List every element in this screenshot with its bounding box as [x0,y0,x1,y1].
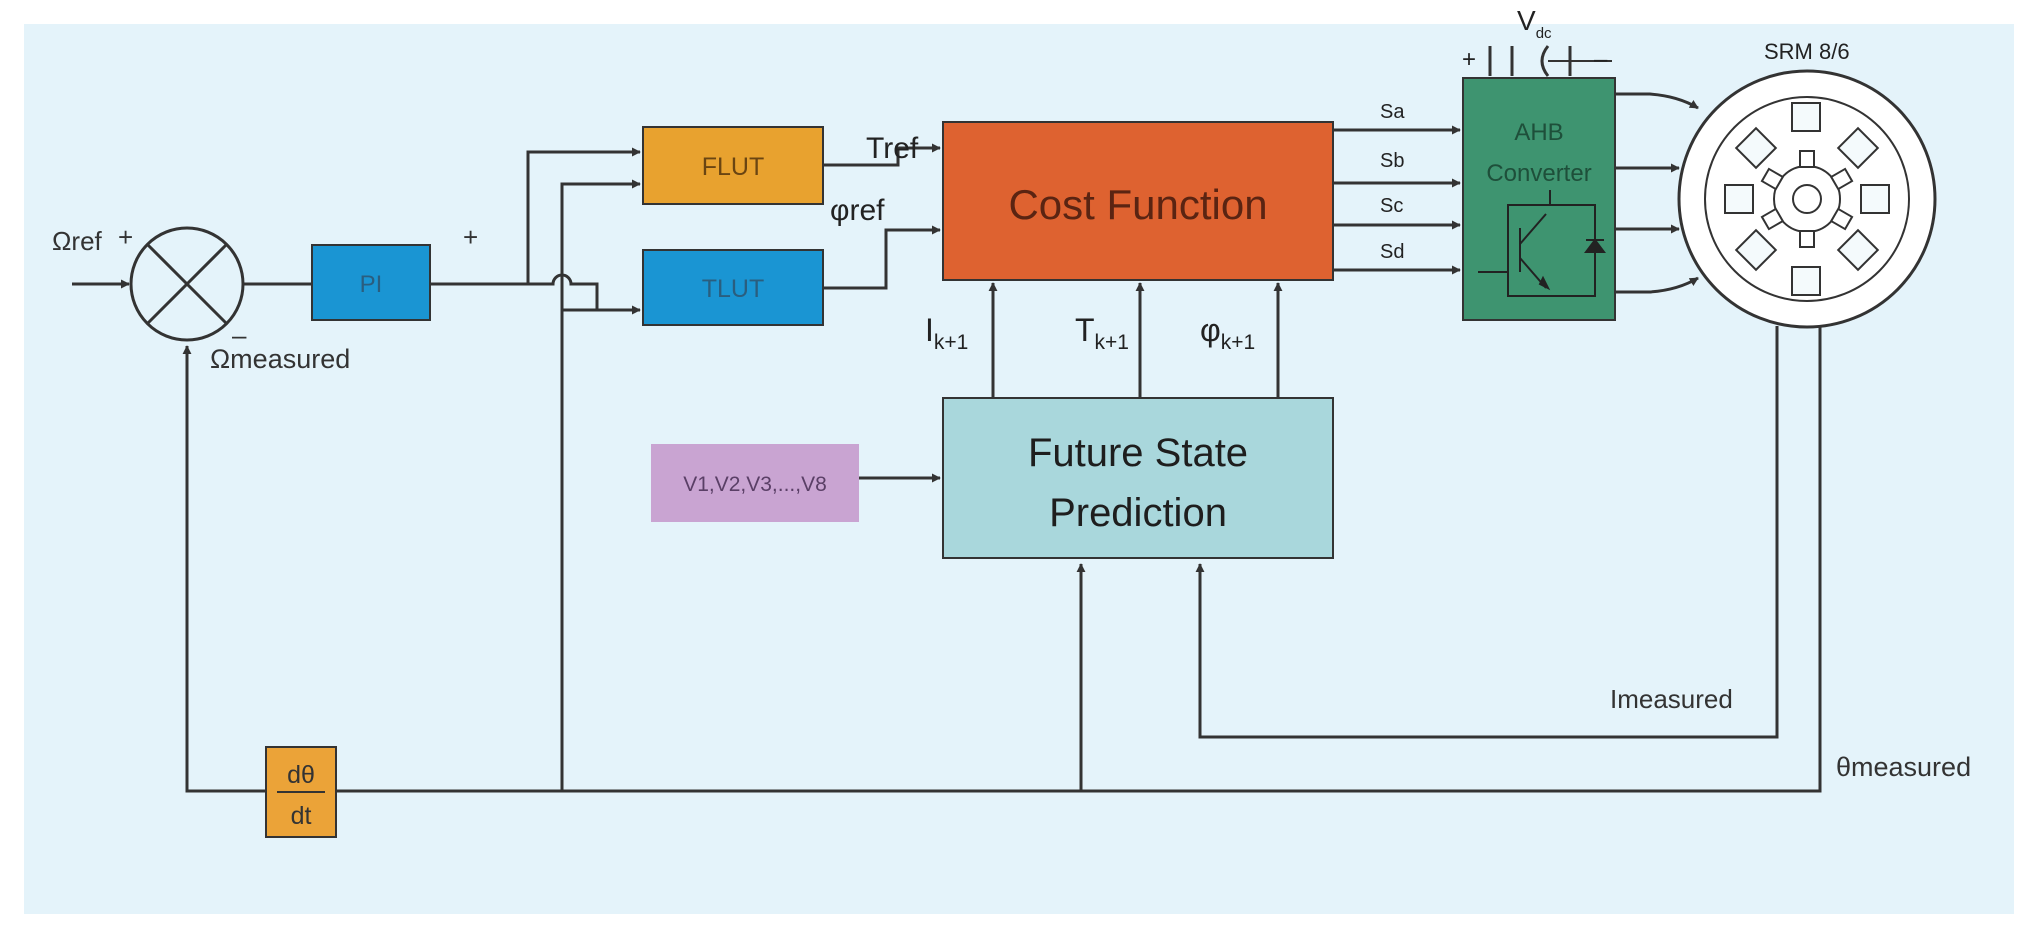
derivative-denominator: dt [291,802,312,830]
cost-function-label: Cost Function [1008,181,1267,228]
omega-ref-plus: + [118,222,133,252]
vdc-label: Vdc [1517,5,1552,42]
future-state-label-line1: Future State [1028,431,1248,475]
sd-label: Sd [1380,241,1404,263]
vdc-minus: – [1594,46,1608,73]
flut-label: FLUT [702,153,765,181]
pi-output-plus: + [463,222,478,252]
future-state-label-line2: Prediction [1049,491,1227,535]
transistor-icon [1478,190,1606,297]
sa-label: Sa [1380,101,1405,123]
voltage-vectors-block [651,444,859,522]
theta-measured-label: θmeasured [1836,752,1971,782]
theta-measured-line [182,326,1822,793]
sc-label: Sc [1380,195,1403,217]
phi-next-label: φk+1 [1200,312,1255,354]
phiref-line [823,225,941,290]
pi-to-flut-line [526,147,641,284]
cost-function-block [942,121,1334,281]
srm-motor-icon [1677,69,1937,329]
omega-measured-minus: – [232,320,247,350]
phiref-label: φref [830,194,885,227]
converter-label-line2: Converter [1486,160,1591,187]
phase-a-line [1615,92,1699,110]
pi-output-line [430,273,641,315]
motor-label: SRM 8/6 [1764,39,1850,64]
tlut-block [642,249,824,326]
pi-label: PI [360,271,383,298]
tref-label: Tref [866,132,919,165]
omega-ref-label: Ωref [52,226,103,256]
converter-block [1462,77,1616,321]
future-state-block [942,397,1334,559]
i-measured-line [1195,326,1779,739]
voltage-vectors-label: V1,V2,V3,...,V8 [683,473,827,496]
derivative-numerator: dθ [287,761,315,789]
vdc-plus: + [1462,46,1476,73]
tref-line [823,143,941,167]
sb-label: Sb [1380,150,1404,172]
i-measured-label: Imeasured [1610,684,1733,714]
tlut-label: TLUT [702,275,765,303]
theta-to-flut-line [560,179,641,791]
omega-measured-label: Ωmeasured [210,344,350,374]
converter-label-line1: AHB [1514,119,1563,146]
i-next-label: Ik+1 [925,312,968,354]
t-next-label: Tk+1 [1075,312,1129,354]
phase-d-line [1615,276,1699,294]
vdc-source [1488,45,1612,77]
